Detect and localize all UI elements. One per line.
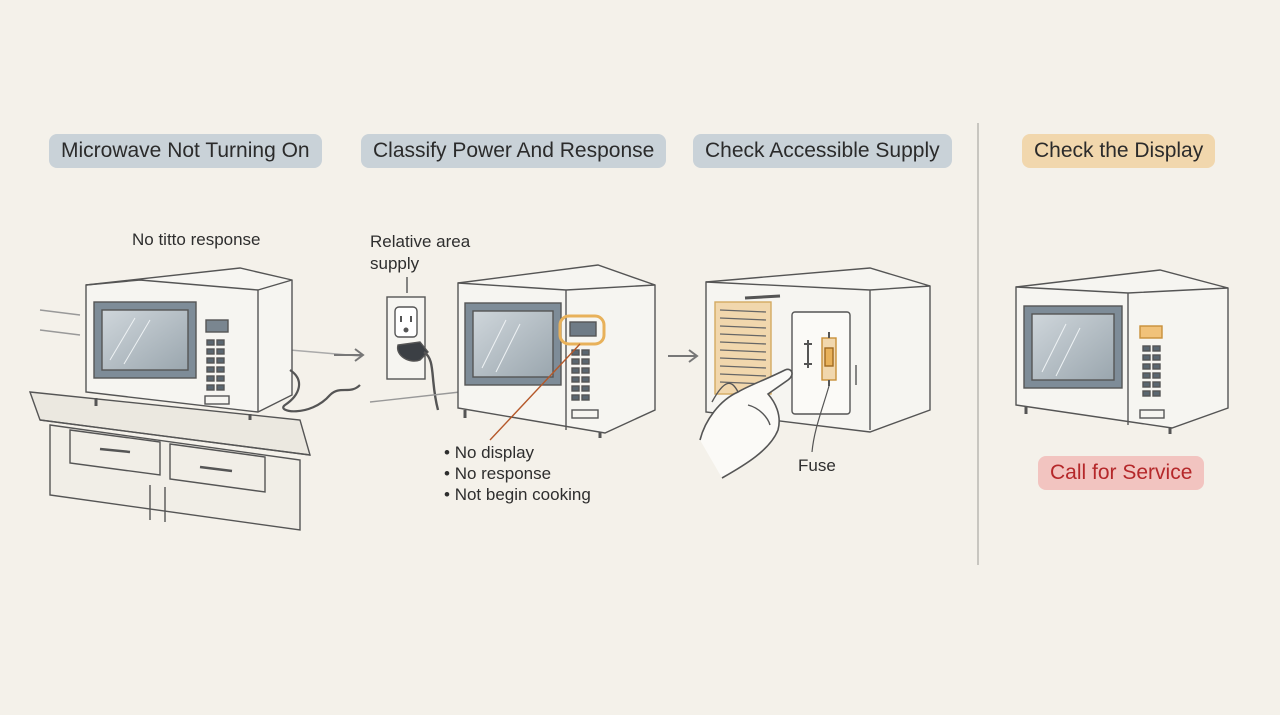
step-1-title: Microwave Not Turning On [49, 134, 322, 168]
arrow-icon [334, 348, 365, 362]
symptom-list: No display No response Not begin cooking [444, 442, 591, 505]
column-divider [977, 123, 979, 565]
step-2-title: Classify Power And Response [361, 134, 667, 168]
symptom-item: Not begin cooking [444, 484, 591, 505]
step-1-illustration [28, 267, 361, 531]
step-4-title: Check the Display [1022, 134, 1216, 168]
fuse-label: Fuse [798, 456, 836, 475]
step-3-title: Check Accessible Supply [693, 134, 952, 168]
call-for-service-badge: Call for Service [1038, 456, 1205, 490]
step-1-caption: No titto response [132, 230, 261, 249]
step-4-illustration [1015, 269, 1229, 434]
arrow-icon [668, 349, 699, 363]
step-2-caption: Relative area supply [370, 232, 471, 273]
step-3-illustration [699, 267, 931, 479]
step-2-illustration [369, 264, 656, 441]
symptom-item: No response [444, 463, 591, 484]
symptom-item: No display [444, 442, 591, 463]
